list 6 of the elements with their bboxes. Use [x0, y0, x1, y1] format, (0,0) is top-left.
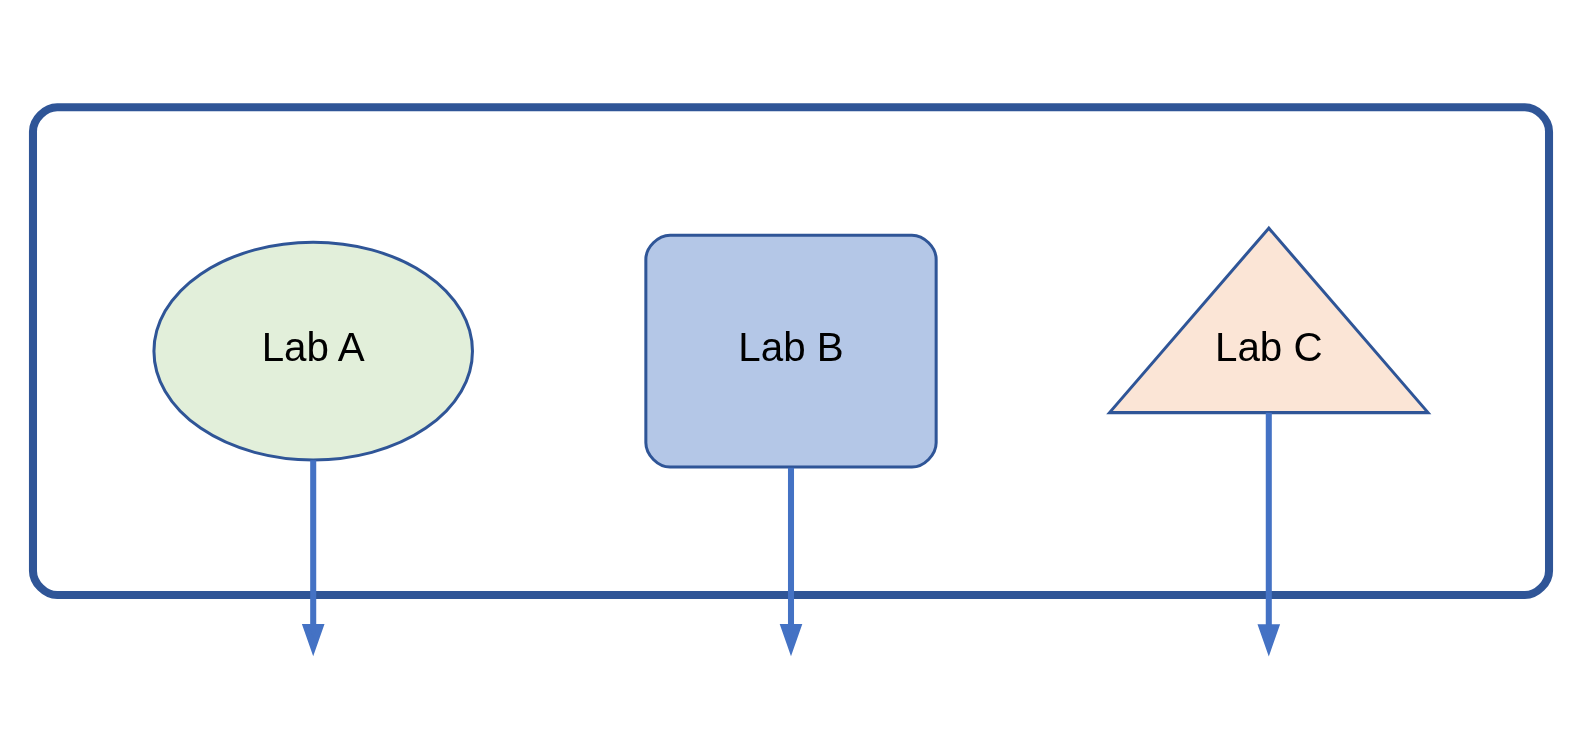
node-ellipse: Lab A [152, 240, 474, 462]
cluster [28, 103, 1554, 600]
arrow [779, 467, 803, 657]
arrow [301, 460, 325, 657]
arrow [1257, 412, 1281, 657]
node-box: Lab B [644, 233, 938, 469]
